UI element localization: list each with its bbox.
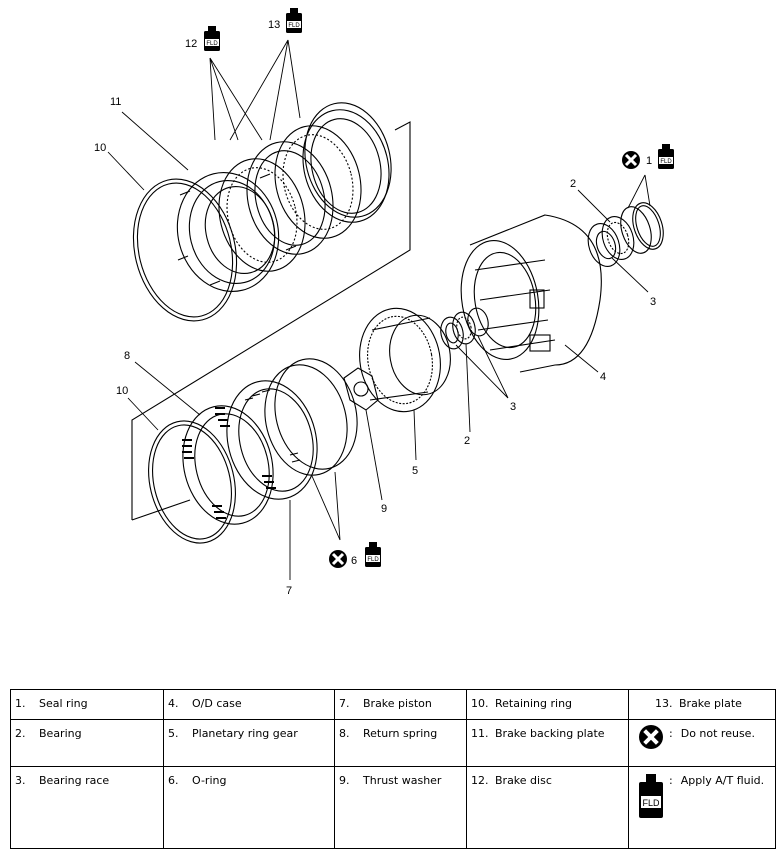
legend-cell: 5.Planetary ring gear [163, 719, 335, 767]
legend-cell: 11.Brake backing plate [466, 719, 629, 767]
bearing-right [601, 216, 635, 260]
legend-row: 2.Bearing 5.Planetary ring gear 8.Return… [10, 719, 776, 767]
legend-cell: 1.Seal ring [10, 689, 164, 720]
fluid-bottle-icon [286, 8, 302, 33]
callout-13: 13 [268, 19, 280, 31]
legend-cell: 12.Brake disc [466, 766, 629, 849]
planetary-ring-gear [359, 307, 451, 413]
callout-6: 6 [351, 555, 357, 567]
bearing-middle [452, 307, 489, 345]
callout-9: 9 [381, 503, 387, 515]
callout-3: 3 [510, 401, 516, 413]
legend-row: 3.Bearing race 6.O-ring 9.Thrust washer … [10, 766, 776, 849]
callout-11: 11 [110, 96, 121, 108]
thrust-washer [343, 367, 379, 411]
callout-8: 8 [124, 350, 130, 362]
bearing-race-right [587, 223, 621, 267]
exploded-view-diagram: FLD [94, 8, 674, 597]
do-not-reuse-icon [620, 149, 642, 171]
legend-cell: 9.Thrust washer [334, 766, 467, 849]
callout-3: 3 [650, 296, 656, 308]
callout-5: 5 [412, 465, 418, 477]
fluid-bottle-icon [204, 26, 220, 51]
seal-ring-right [620, 202, 664, 254]
callout-2: 2 [464, 435, 470, 447]
legend-cell: 2.Bearing [10, 719, 164, 767]
legend-cell: FLD :Apply A/T fluid. [628, 766, 776, 849]
retaining-ring-lower [148, 420, 236, 544]
legend-cell: 4.O/D case [163, 689, 335, 720]
callout-10: 10 [116, 385, 128, 397]
brake-backing-plate [176, 171, 297, 293]
do-not-reuse-icon [327, 548, 349, 570]
legend-cell: 3.Bearing race [10, 766, 164, 849]
fluid-bottle-icon: FLD [639, 774, 663, 818]
legend-cell: 10.Retaining ring [466, 689, 629, 720]
callout-7: 7 [286, 585, 292, 597]
return-spring [182, 405, 276, 525]
callout-10: 10 [94, 142, 106, 154]
legend-cell: 8.Return spring [334, 719, 467, 767]
callout-12: 12 [185, 38, 197, 50]
brake-discs-and-plates [218, 102, 392, 272]
fluid-bottle-icon [365, 542, 381, 567]
legend-cell: 7.Brake piston [334, 689, 467, 720]
fluid-bottle-icon [658, 144, 674, 169]
do-not-reuse-icon [639, 725, 663, 749]
legend-row: 1.Seal ring 4.O/D case 7.Brake piston 10… [10, 689, 776, 720]
brake-piston [226, 380, 318, 500]
bearing-race-middle [440, 316, 464, 350]
legend-cell: :Do not reuse. [628, 719, 776, 767]
leader-lines [107, 39, 651, 580]
o-rings [264, 358, 358, 476]
legend-cell: 13.Brake plate [628, 689, 776, 720]
od-case [460, 214, 602, 373]
retaining-ring-upper [132, 178, 238, 322]
legend-cell: 6.O-ring [163, 766, 335, 849]
callout-4: 4 [600, 371, 606, 383]
svg-text:FLD: FLD [642, 798, 660, 808]
callout-2: 2 [570, 178, 576, 190]
callout-1: 1 [646, 155, 652, 167]
parts-legend-table: 1.Seal ring 4.O/D case 7.Brake piston 10… [10, 689, 776, 849]
